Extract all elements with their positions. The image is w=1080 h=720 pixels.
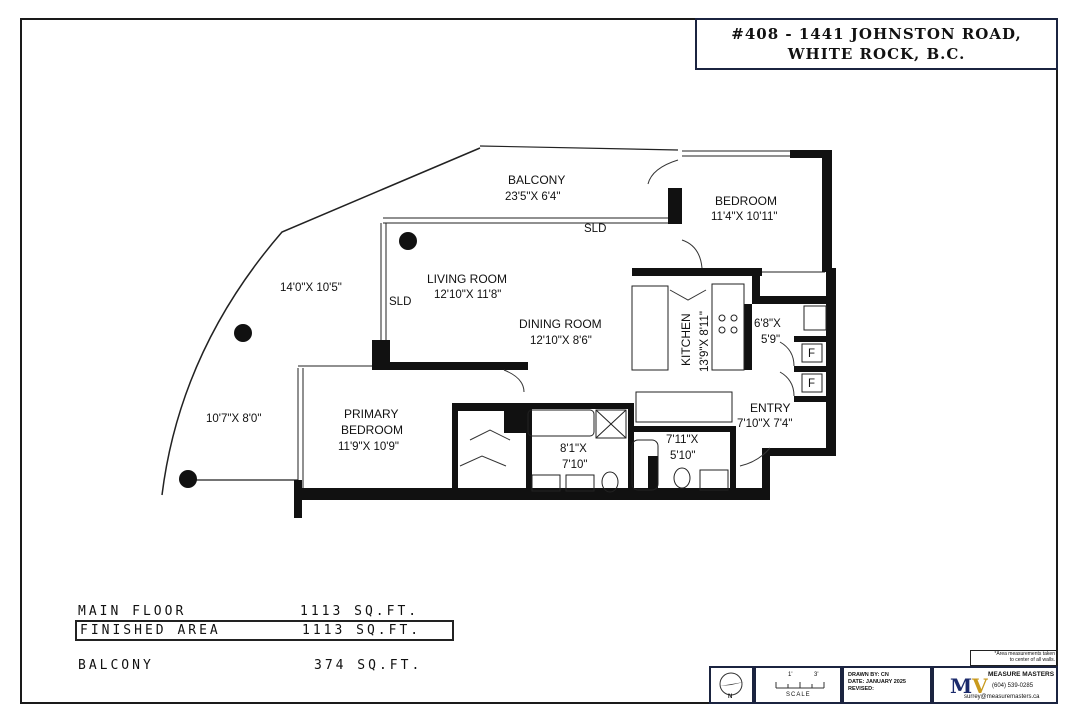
- dining-room-label: DINING ROOM: [519, 317, 602, 331]
- balcony-label: BALCONY: [508, 173, 565, 187]
- closet-f-1-label: F: [808, 348, 815, 360]
- scale-left-label: 1': [788, 672, 793, 678]
- living-room-dims: 12'10"X 11'8": [434, 289, 501, 301]
- bath-dims-2: 5'10": [670, 450, 695, 462]
- walls: [294, 150, 836, 518]
- column-3: [179, 470, 197, 488]
- primary-bedroom-label-1: PRIMARY: [344, 407, 398, 421]
- doors: [459, 159, 795, 467]
- scale-right-label: 3': [814, 672, 819, 678]
- company-logo-icon: MV: [950, 674, 988, 698]
- scale-box: 1' 3' SCALE: [754, 666, 842, 704]
- closet-f-1: [801, 343, 823, 363]
- drawing-frame: [20, 18, 1058, 704]
- kitchen-label: KITCHEN: [679, 313, 693, 366]
- finished-area-row: FINISHED AREA 1113 SQ.FT.: [75, 620, 454, 641]
- patio-outer-edge: [161, 147, 481, 496]
- sld-label-1: SLD: [584, 223, 606, 235]
- living-room-label: LIVING ROOM: [427, 272, 507, 286]
- dining-room-dims: 12'10"X 8'6": [530, 335, 592, 347]
- primary-bedroom-dims: 11'9"X 10'9": [338, 441, 399, 453]
- main-floor-label: MAIN FLOOR: [78, 604, 187, 619]
- note-line-1: *Area measurements taken: [994, 651, 1055, 657]
- ensuite-dims-1: 8'1"X: [560, 443, 587, 455]
- laundry-dims-2: 5'9": [761, 334, 780, 346]
- bathroom-fixtures: [527, 409, 729, 493]
- sld-label-2: SLD: [389, 296, 411, 308]
- laundry-dims-1: 6'8"X: [754, 318, 781, 330]
- closet-f-2-label: F: [808, 378, 815, 390]
- revised-label: REVISED:: [848, 686, 874, 692]
- drawing-info-box: DRAWN BY: CN DATE: JANUARY 2025 REVISED:: [842, 666, 932, 704]
- primary-bedroom-label-2: BEDROOM: [341, 423, 403, 437]
- balcony-area-value: 374 SQ.FT.: [314, 658, 423, 673]
- finished-area-value: 1113 SQ.FT.: [302, 623, 422, 638]
- compass-icon: [719, 672, 744, 696]
- company-phone: (604) 539-0285: [992, 683, 1034, 689]
- company-email: surrey@measuremasters.ca: [964, 694, 1040, 700]
- column-2: [234, 324, 252, 342]
- entry-label: ENTRY: [750, 401, 790, 415]
- column-1: [399, 232, 417, 250]
- patio-lower-dims: 10'7"X 8'0": [206, 413, 261, 425]
- scale-bar-icon: [775, 682, 825, 689]
- balcony-dims: 23'5"X 6'4": [505, 191, 560, 203]
- bath-dims-1: 7'11"X: [666, 434, 699, 446]
- balcony-area-row: BALCONY 374 SQ.FT.: [78, 658, 419, 673]
- drawing-date: DATE: JANUARY 2025: [848, 679, 906, 685]
- note-line-2: to center of all walls.: [1009, 657, 1055, 663]
- bedroom-label: BEDROOM: [715, 194, 777, 208]
- finished-area-label: FINISHED AREA: [80, 623, 221, 638]
- main-floor-value: 1113 SQ.FT.: [300, 604, 420, 619]
- balcony-area-label: BALCONY: [78, 658, 154, 673]
- windows: [297, 150, 825, 490]
- address-line-1: #408 - 1441 JOHNSTON ROAD,: [731, 25, 1022, 43]
- balcony-edge: [479, 145, 679, 151]
- north-arrow-box: N: [709, 666, 754, 704]
- closet-f-2: [801, 373, 823, 393]
- measurement-note: *Area measurements taken to center of al…: [970, 650, 1058, 666]
- kitchen-dims: 13'9"X 8'11": [699, 311, 711, 372]
- scale-label: SCALE: [786, 692, 811, 698]
- main-floor-row: MAIN FLOOR 1113 SQ.FT.: [78, 604, 416, 619]
- company-name: MEASURE MASTERS: [988, 671, 1055, 678]
- north-label: N: [728, 694, 733, 700]
- entry-dims: 7'10"X 7'4": [737, 418, 792, 430]
- drawn-by: DRAWN BY: CN: [848, 672, 889, 678]
- kitchen-fixtures: [631, 283, 827, 423]
- company-logo-box: MV MEASURE MASTERS (604) 539-0285 surrey…: [932, 666, 1058, 704]
- address-line-2: WHITE ROCK, B.C.: [787, 45, 966, 63]
- bedroom-dims: 11'4"X 10'11": [711, 211, 777, 223]
- ensuite-dims-2: 7'10": [562, 459, 587, 471]
- patio-upper-dims: 14'0"X 10'5": [280, 282, 342, 294]
- title-block-address: #408 - 1441 JOHNSTON ROAD, WHITE ROCK, B…: [695, 18, 1058, 70]
